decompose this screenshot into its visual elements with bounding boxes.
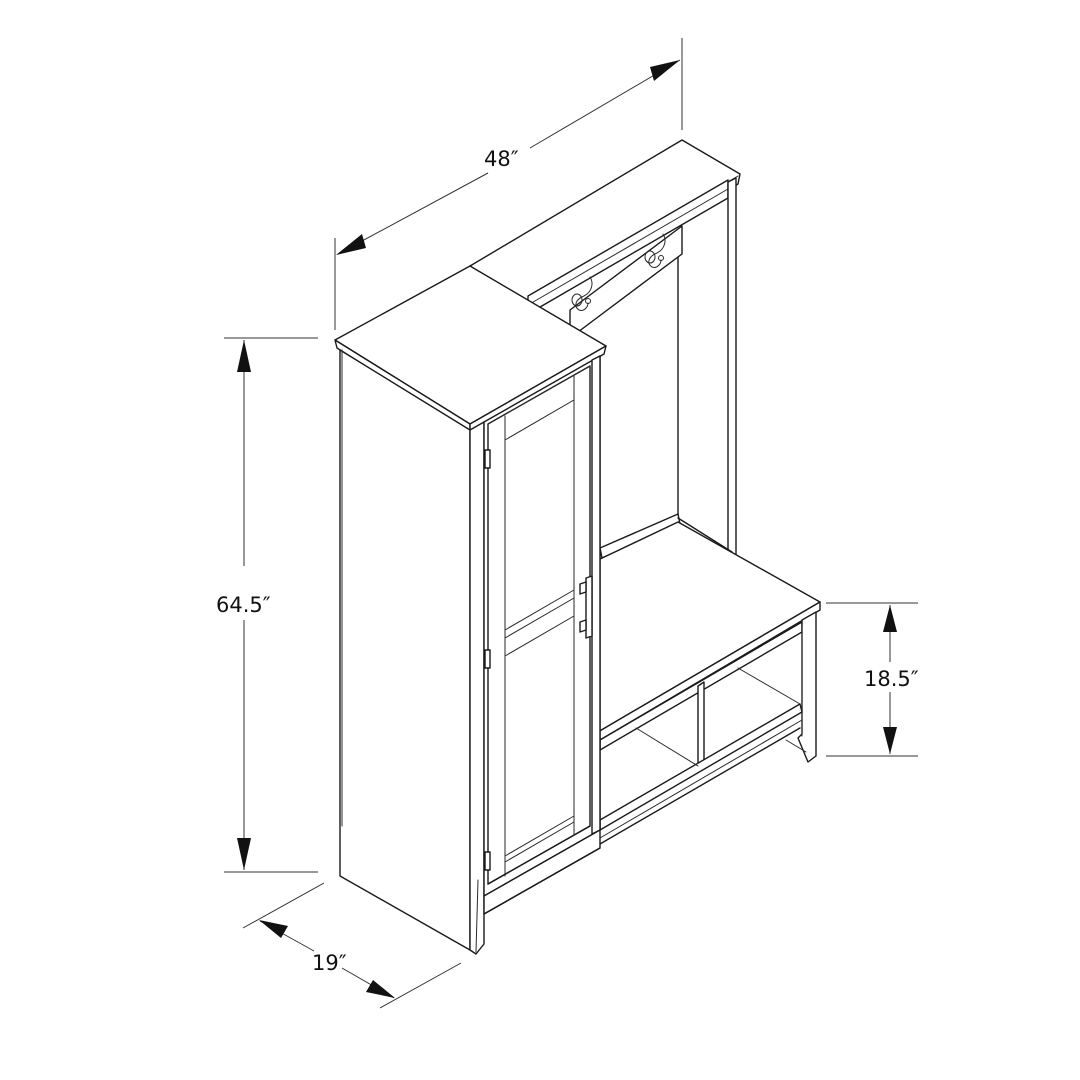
depth-label: 19″ <box>312 951 347 975</box>
dimension-width: 48″ <box>334 38 683 330</box>
coat-hook-right <box>644 233 666 268</box>
dimension-depth: 19″ <box>242 882 462 1009</box>
cabinet-door <box>487 365 591 885</box>
dimension-height: 64.5″ <box>216 337 318 873</box>
coat-hook-left <box>571 276 593 311</box>
height-label: 64.5″ <box>216 593 271 617</box>
dimension-bench-height: 18.5″ <box>826 602 919 757</box>
door-handle <box>579 575 593 639</box>
width-label: 48″ <box>484 147 519 171</box>
bench-height-label: 18.5″ <box>864 667 919 691</box>
hinges <box>484 449 491 871</box>
bench <box>597 521 821 845</box>
